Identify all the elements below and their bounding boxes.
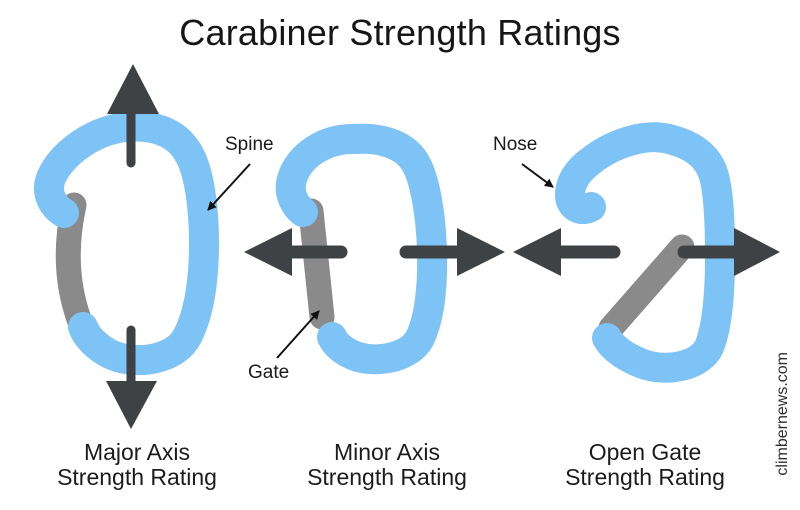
up-arrow-head (107, 64, 159, 114)
minor-axis-gate (298, 198, 335, 330)
gate-label: Gate (248, 362, 290, 383)
nose-pointer-arrow (521, 163, 554, 188)
right-arrow-head (457, 228, 505, 276)
major-axis-caption: Major Axis Strength Rating (27, 440, 247, 490)
minor-axis-caption: Minor Axis Strength Rating (277, 440, 497, 490)
open-gate-caption: Open Gate Strength Rating (535, 440, 755, 490)
major-axis-body (34, 111, 219, 376)
watermark-text: climbernews.com (774, 352, 791, 476)
page-title: Carabiner Strength Ratings (179, 12, 621, 53)
open-gate-caption-line2: Strength Rating (565, 464, 725, 490)
nose-label: Nose (493, 134, 538, 155)
major-axis-figure (34, 64, 219, 429)
minor-axis-figure (244, 123, 505, 375)
open-gate-figure (513, 122, 780, 383)
gate-pointer-arrow (276, 310, 320, 359)
right-arrow-head (734, 228, 780, 276)
left-arrow-head (244, 228, 292, 276)
spine-label: Spine (225, 134, 274, 155)
minor-axis-caption-line2: Strength Rating (307, 464, 467, 490)
left-arrow-head (513, 228, 561, 276)
major-axis-caption-line1: Major Axis (83, 439, 191, 465)
major-axis-caption-line2: Strength Rating (57, 464, 217, 490)
minor-axis-body (275, 123, 448, 375)
open-gate-body (555, 122, 735, 383)
down-arrow-head (106, 381, 157, 429)
open-gate-gate (598, 234, 695, 341)
open-gate-caption-line1: Open Gate (588, 439, 702, 465)
spine-pointer-arrow (207, 163, 251, 211)
minor-axis-caption-line1: Minor Axis (333, 439, 441, 465)
